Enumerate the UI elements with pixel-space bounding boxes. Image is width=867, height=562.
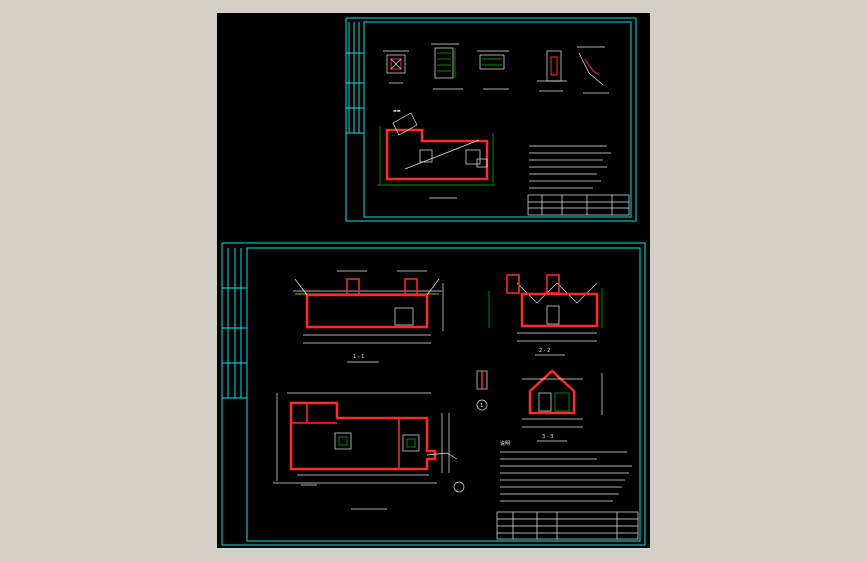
sheet-bottom-inner-border: [246, 247, 641, 542]
notes-bottom-heading: 说明: [500, 440, 510, 447]
detail-drawings-row: ▬▬: [383, 43, 609, 113]
title-block-top: [527, 194, 630, 216]
detail-a: [383, 50, 409, 84]
plan-view-top: [377, 112, 495, 199]
detail-caption-a: ▬▬: [393, 108, 401, 113]
detail-e: [577, 46, 609, 94]
sheet-bottom-binding-strip: [222, 248, 247, 399]
sheet-top-outer-border: [345, 17, 637, 222]
sheet-top[interactable]: ▬▬: [345, 17, 637, 222]
sheet-bottom[interactable]: 1 - 1 2 - 2: [221, 242, 646, 546]
detail-d: [537, 50, 567, 92]
notes-bottom: 说明: [500, 440, 632, 502]
detail-b: [431, 43, 463, 90]
sheet-top-binding-strip: [346, 22, 364, 134]
drawing-canvas[interactable]: ▬▬: [217, 13, 650, 548]
section-2-2-title: 2 - 2: [539, 348, 550, 354]
detail-marker-number: 1: [480, 403, 483, 409]
detail-c: [477, 50, 509, 90]
notes-top: [529, 145, 611, 189]
section-1-1-title: 1 - 1: [353, 354, 364, 360]
detail-marker: 1: [476, 370, 488, 411]
sheet-bottom-outer-border: [221, 242, 646, 546]
sheet-top-inner-border: [363, 21, 632, 218]
section-3-3-title: 3 - 3: [542, 434, 553, 440]
section-3-3: 3 - 3: [522, 369, 603, 442]
title-block-bottom: [496, 511, 639, 540]
drawing-svg: ▬▬: [221, 17, 646, 546]
section-1-1: 1 - 1: [293, 270, 444, 363]
section-2-2: 2 - 2: [488, 274, 603, 356]
plan-view-bottom: [273, 392, 465, 510]
